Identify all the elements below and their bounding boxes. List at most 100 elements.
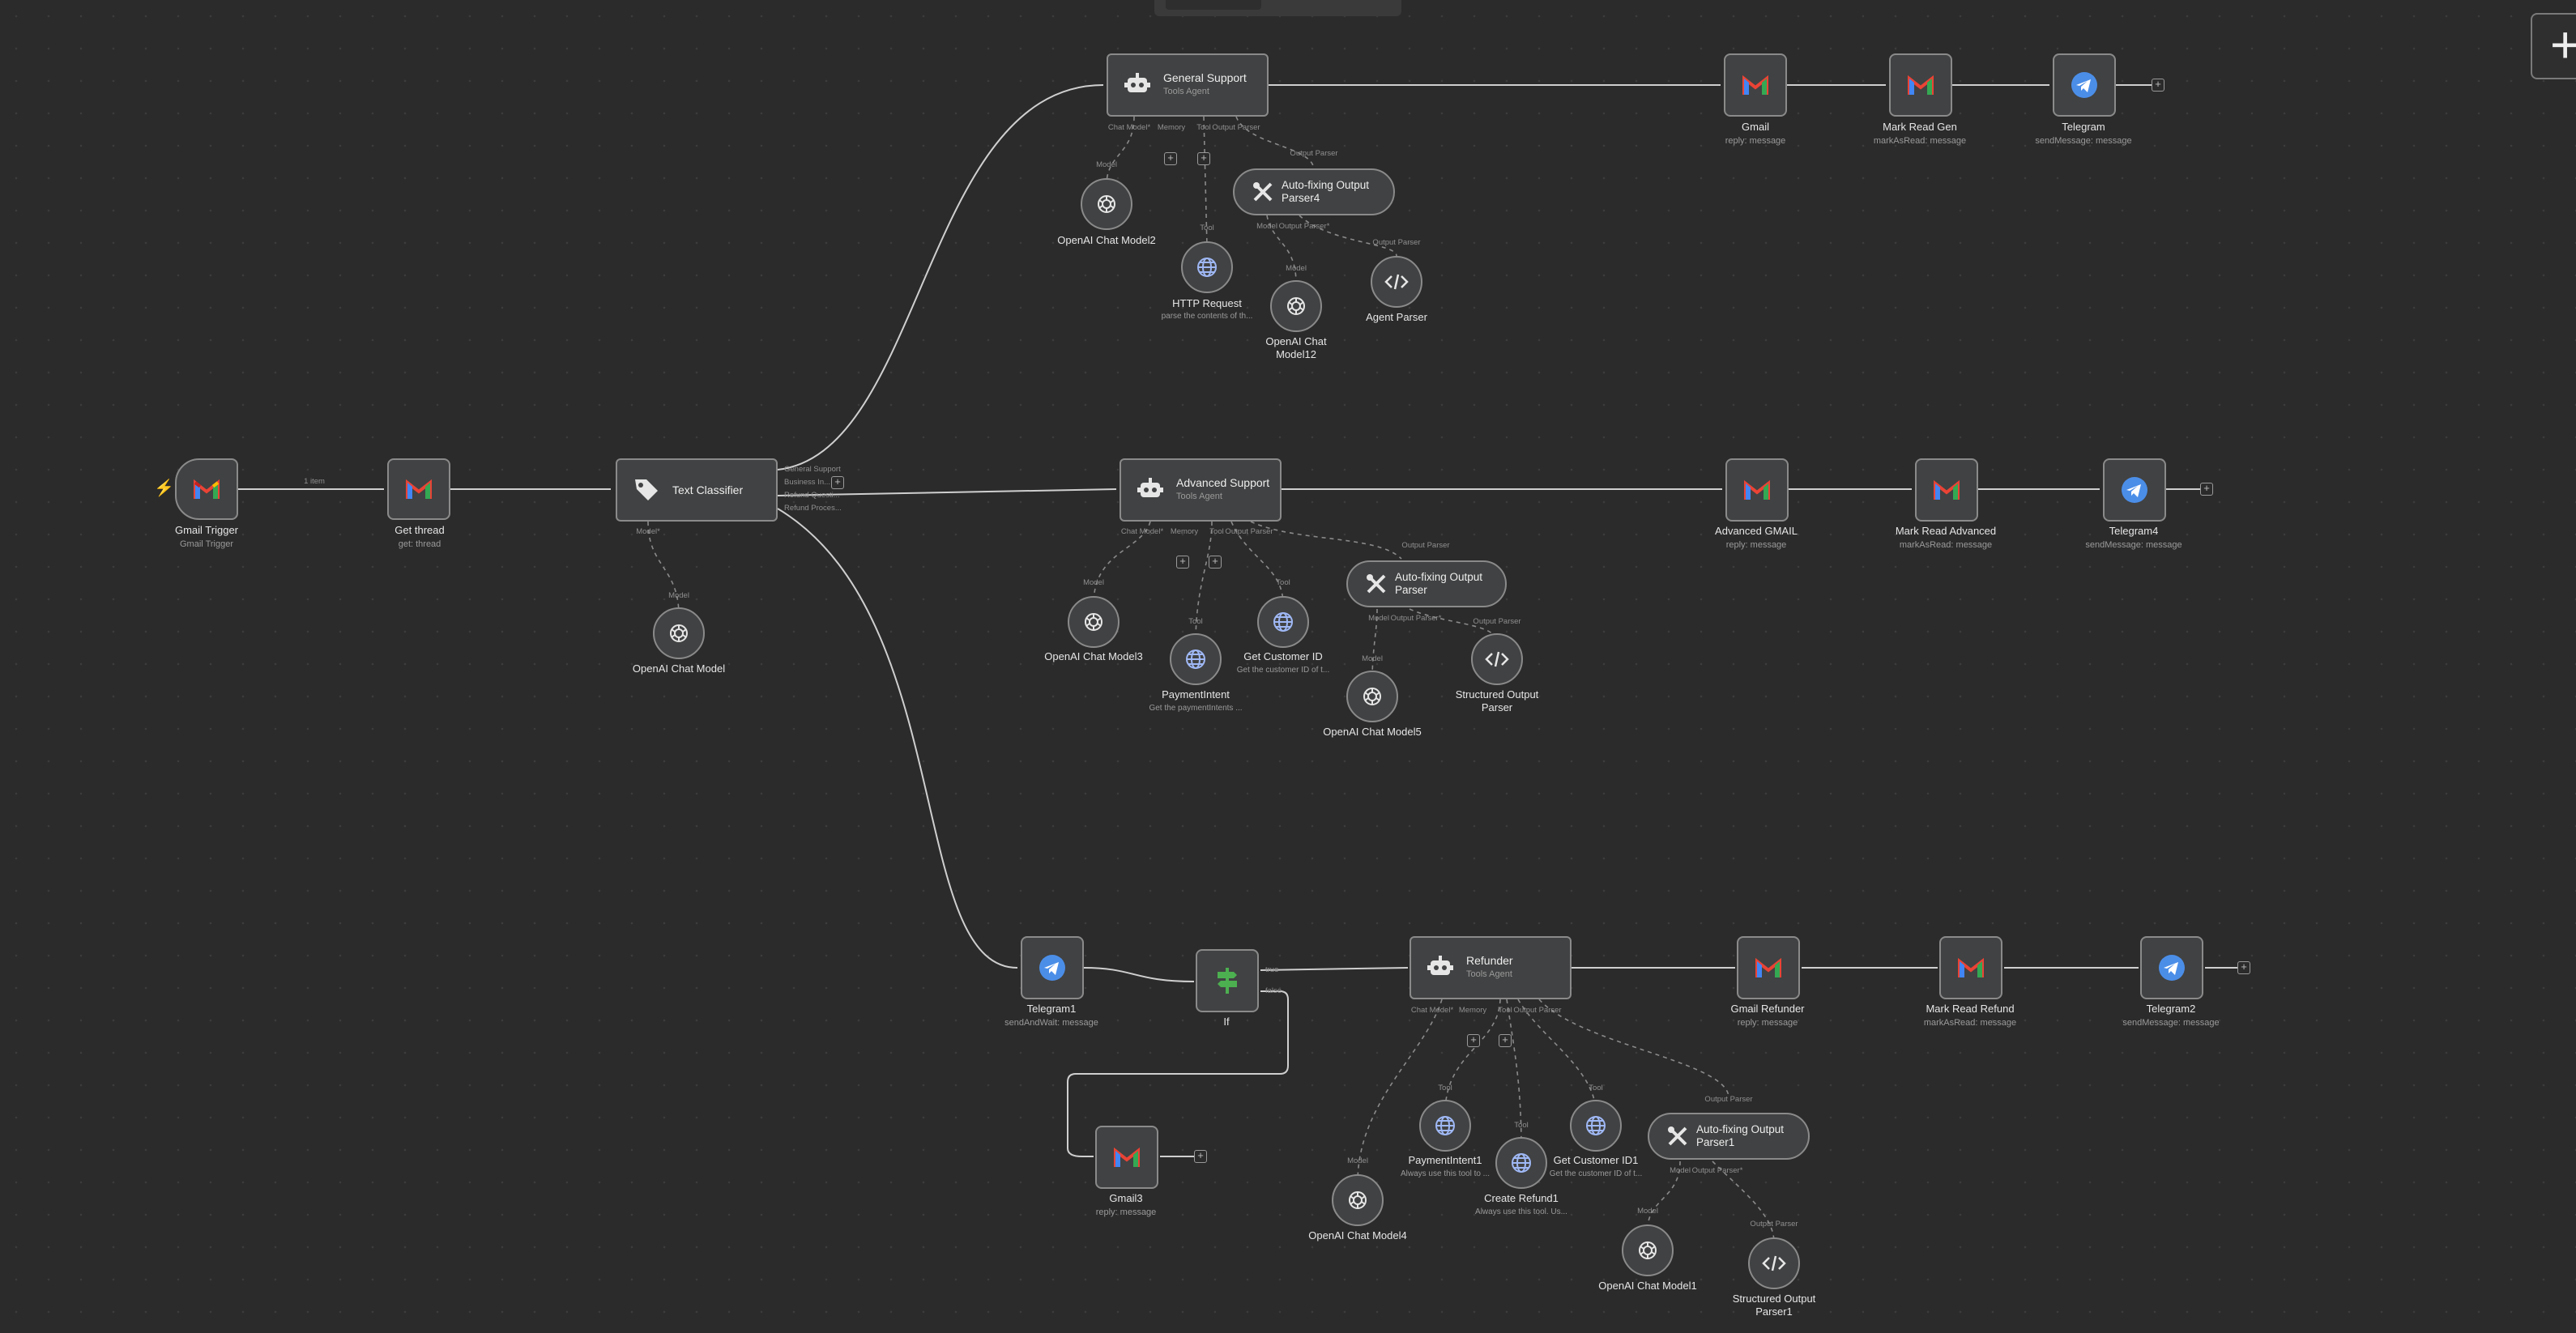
node-get-thread[interactable] <box>387 458 450 520</box>
advanced-tool-plus[interactable]: + <box>1209 556 1222 569</box>
refund1-label: Create Refund1 <box>1484 1192 1559 1204</box>
general-port-chatmodel: Chat Model* <box>1107 123 1151 132</box>
gmail-refunder-label: Gmail Refunder <box>1730 1003 1805 1015</box>
autofix-title-1: Auto-fixing Output <box>1395 571 1483 583</box>
node-mark-read-gen[interactable] <box>1889 53 1952 117</box>
add-node-button[interactable]: + <box>2531 13 2576 79</box>
refunder-tool-plus[interactable]: + <box>1499 1034 1512 1047</box>
node-gmail-trigger[interactable] <box>175 458 238 520</box>
node-gmail3[interactable] <box>1095 1126 1158 1189</box>
general-tool-plus[interactable]: + <box>1197 152 1210 165</box>
signpost-icon <box>1218 968 1237 994</box>
node-telegram2[interactable] <box>2140 936 2203 999</box>
advanced-memory-plus[interactable]: + <box>1176 556 1189 569</box>
node-general-support[interactable]: General Support Tools Agent <box>1107 53 1269 117</box>
tag-icon <box>635 479 658 500</box>
autofix4-title-2: Parser4 <box>1282 192 1320 204</box>
openai-icon <box>670 624 688 642</box>
advanced-port-chatmodel: Chat Model* <box>1120 527 1164 536</box>
autofix1-port-outputparser: Output Parser* <box>1691 1166 1743 1175</box>
node-gmail-refunder[interactable] <box>1737 936 1800 999</box>
node-openai-chat-model5[interactable] <box>1346 671 1398 722</box>
edge-item-count: 1 item <box>304 477 325 486</box>
refunder-memory-plus[interactable]: + <box>1467 1034 1480 1047</box>
payment-label: PaymentIntent <box>1162 688 1230 701</box>
robot-icon <box>1427 956 1453 975</box>
node-telegram1[interactable] <box>1021 936 1084 999</box>
advanced-support-sub: Tools Agent <box>1176 492 1222 501</box>
node-openai-chat-model4[interactable] <box>1332 1174 1384 1226</box>
node-if[interactable] <box>1196 949 1259 1012</box>
node-agent-parser[interactable] <box>1371 256 1422 308</box>
node-gmail[interactable] <box>1724 53 1787 117</box>
node-get-customer-id1[interactable] <box>1570 1100 1622 1152</box>
openai-icon <box>1639 1241 1657 1259</box>
openai2-port: Model <box>1096 160 1117 169</box>
edge-classifier-general <box>777 84 1104 471</box>
code-icon <box>1485 651 1509 667</box>
node-mark-read-advanced[interactable] <box>1915 458 1978 522</box>
wrench-icon <box>1367 574 1386 594</box>
node-text-classifier[interactable]: Text Classifier <box>616 458 778 522</box>
node-structured-output-parser[interactable] <box>1471 633 1523 685</box>
structured1-title-1: Structured Output <box>1732 1293 1816 1305</box>
classifier-add-plus[interactable]: + <box>831 476 844 489</box>
get-thread-sub: get: thread <box>398 539 441 549</box>
telegram-icon <box>2122 477 2147 503</box>
autofix-port: Output Parser <box>1401 541 1450 550</box>
telegram2-add-plus[interactable]: + <box>2237 961 2250 974</box>
globe-icon <box>1197 258 1217 277</box>
node-structured-output-parser1[interactable] <box>1748 1237 1800 1289</box>
node-telegram4[interactable] <box>2103 458 2166 522</box>
telegram4-label: Telegram4 <box>2109 525 2159 537</box>
http-sub: parse the contents of th... <box>1161 312 1253 321</box>
node-refunder[interactable]: Refunder Tools Agent <box>1410 936 1572 999</box>
globe-icon <box>1186 649 1205 669</box>
payment1-sub: Always use this tool to ... <box>1400 1169 1491 1178</box>
gmail-icon <box>1908 75 1934 95</box>
telegram-sub: sendMessage: message <box>2035 136 2132 146</box>
gmail-icon <box>1958 957 1984 977</box>
telegram4-add-plus[interactable]: + <box>2200 483 2213 496</box>
text-classifier-title: Text Classifier <box>672 483 744 496</box>
classifier-output-0: General Support <box>784 465 841 474</box>
openai12-port: Model <box>1286 264 1307 273</box>
gmail3-add-plus[interactable]: + <box>1194 1150 1207 1163</box>
node-openai-chat-model[interactable] <box>653 607 705 659</box>
autofix4-port: Output Parser <box>1290 149 1338 158</box>
advanced-gmail-label: Advanced GMAIL <box>1715 525 1798 537</box>
general-support-title: General Support <box>1163 71 1247 84</box>
node-create-refund1[interactable] <box>1495 1137 1547 1189</box>
telegram2-label: Telegram2 <box>2146 1003 2196 1015</box>
node-payment-intent[interactable] <box>1170 633 1222 685</box>
structured1-title-2: Parser1 <box>1755 1305 1793 1318</box>
node-openai-chat-model12[interactable] <box>1270 280 1322 332</box>
node-advanced-support[interactable]: Advanced Support Tools Agent <box>1120 458 1282 522</box>
node-advanced-gmail[interactable] <box>1725 458 1789 522</box>
telegram-add-plus[interactable]: + <box>2152 79 2164 92</box>
node-payment-intent1[interactable] <box>1419 1100 1471 1152</box>
general-support-sub: Tools Agent <box>1163 87 1209 96</box>
openai-icon <box>1363 688 1381 705</box>
general-memory-plus[interactable]: + <box>1164 152 1177 165</box>
node-openai-chat-model2[interactable] <box>1081 178 1132 230</box>
node-openai-chat-model3[interactable] <box>1068 596 1120 648</box>
gmail-icon <box>1744 479 1770 500</box>
structured1-port: Output Parser <box>1750 1220 1798 1229</box>
node-mark-read-refund[interactable] <box>1939 936 2002 999</box>
openai1-label: OpenAI Chat Model1 <box>1598 1280 1697 1292</box>
gmail-sub: reply: message <box>1725 136 1786 146</box>
node-telegram[interactable] <box>2053 53 2116 117</box>
telegram1-label: Telegram1 <box>1026 1003 1077 1015</box>
node-get-customer-id[interactable] <box>1257 596 1309 648</box>
node-openai-chat-model1[interactable] <box>1622 1224 1674 1276</box>
node-http-request[interactable] <box>1181 241 1233 293</box>
wrench-icon <box>1668 1126 1687 1146</box>
openai3-port: Model <box>1083 578 1104 587</box>
autofix-title-2: Parser <box>1395 584 1427 596</box>
